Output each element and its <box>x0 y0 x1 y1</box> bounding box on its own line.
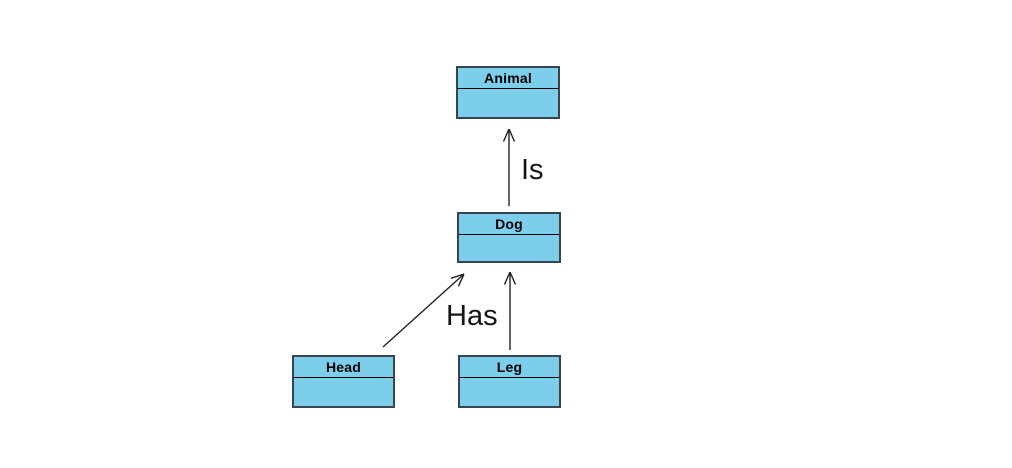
class-node-animal[interactable]: Animal <box>456 66 560 119</box>
node-title-animal: Animal <box>458 68 558 89</box>
edge-label-has: Has <box>446 300 498 332</box>
class-node-leg[interactable]: Leg <box>458 355 561 408</box>
node-body-head <box>294 378 393 406</box>
class-node-head[interactable]: Head <box>292 355 395 408</box>
node-body-animal <box>458 89 558 117</box>
class-node-dog[interactable]: Dog <box>457 212 561 263</box>
node-title-head: Head <box>294 357 393 378</box>
node-body-dog <box>459 235 559 261</box>
edge-label-is: Is <box>521 154 544 186</box>
node-title-leg: Leg <box>460 357 559 378</box>
node-body-leg <box>460 378 559 406</box>
node-title-dog: Dog <box>459 214 559 235</box>
